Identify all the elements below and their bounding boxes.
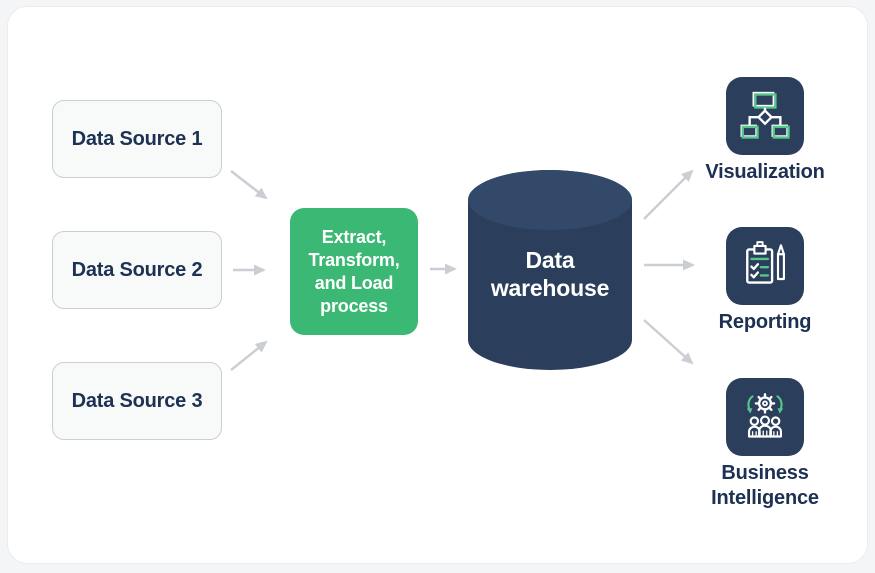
flowchart-icon	[740, 91, 790, 139]
etl-line: Extract,	[321, 226, 387, 247]
warehouse-line: Data	[525, 247, 575, 273]
output-reporting: Reporting	[685, 227, 845, 335]
output-business-intelligence: Business Intelligence	[685, 378, 845, 511]
data-source-3-node: Data Source 3	[52, 362, 222, 440]
visualization-label: Visualization	[705, 161, 825, 183]
data-source-1-label: Data Source 1	[71, 127, 203, 150]
reporting-tile	[726, 227, 804, 305]
data-source-3-label: Data Source 3	[71, 389, 203, 412]
etl-line: and Load	[314, 272, 394, 293]
etl-line: Transform,	[308, 249, 400, 270]
database-cylinder-icon	[468, 170, 632, 370]
output-visualization: Visualization	[685, 77, 845, 185]
clipboard-checklist-icon	[746, 241, 785, 284]
business-intelligence-label: Business Intelligence	[711, 462, 819, 509]
data-warehouse-node: Data warehouse	[468, 170, 632, 370]
warehouse-line: warehouse	[490, 275, 610, 301]
reporting-label: Reporting	[718, 311, 812, 333]
data-source-1-node: Data Source 1	[52, 100, 222, 178]
gear-team-icon	[746, 393, 784, 438]
data-source-2-node: Data Source 2	[52, 231, 222, 309]
business-intelligence-tile	[726, 378, 804, 456]
etl-line: process	[320, 295, 388, 316]
visualization-tile	[726, 77, 804, 155]
etl-process-node: Extract, Transform, and Load process	[290, 208, 418, 335]
data-warehouse-label: Data warehouse	[468, 170, 632, 370]
data-source-2-label: Data Source 2	[71, 258, 203, 281]
